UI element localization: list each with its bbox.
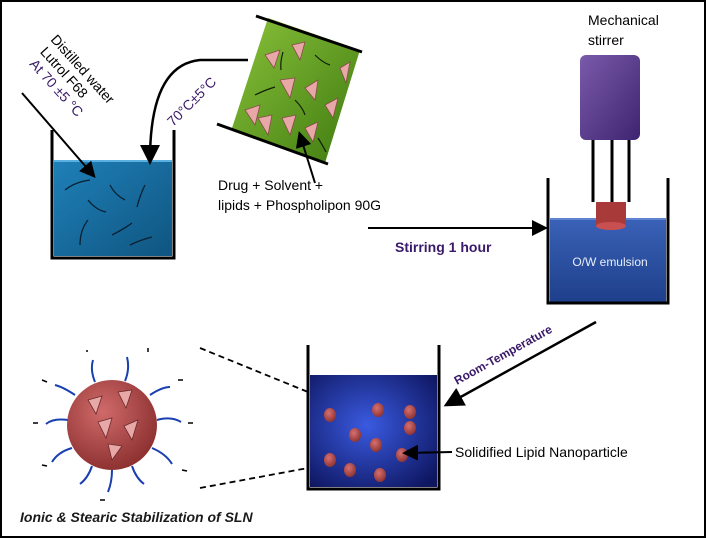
nanoparticle-arrow <box>402 444 453 461</box>
mixture-label-2: lipids + Phospholipon 90G <box>218 197 381 213</box>
mechanical-stirrer <box>580 55 640 202</box>
cooling-arrow <box>443 320 597 407</box>
lipid-container <box>216 14 363 166</box>
water-arrow <box>21 92 96 179</box>
surfactant-chains <box>64 179 153 246</box>
stirring-label: Stirring 1 hour <box>395 239 492 255</box>
charge-signs <box>33 348 193 501</box>
drug-particles <box>244 41 351 144</box>
stirrer-label-2: stirrer <box>588 32 624 48</box>
mixture-arrow <box>295 131 316 184</box>
surfactant-tails <box>45 356 182 493</box>
mixture-label-1: Drug + Solvent + <box>218 177 323 193</box>
stirrer-label-1: Mechanical <box>588 12 659 28</box>
nanoparticle-label: Solidified Lipid Nanoparticle <box>455 444 628 460</box>
zoom-lines <box>199 347 309 489</box>
water-beaker <box>50 130 176 260</box>
transfer-arrow <box>140 58 248 165</box>
water-labels: Distilled water Lutrol F68 At 70 ±5 °C <box>27 31 119 119</box>
emulsion-label: O/W emulsion <box>572 255 647 269</box>
nanoparticle-beaker <box>306 345 441 491</box>
emulsion-beaker: O/W emulsion <box>546 178 670 305</box>
stabilization-label: Ionic & Stearic Stabilization of SLN <box>20 509 253 525</box>
sln-particle <box>33 348 193 501</box>
